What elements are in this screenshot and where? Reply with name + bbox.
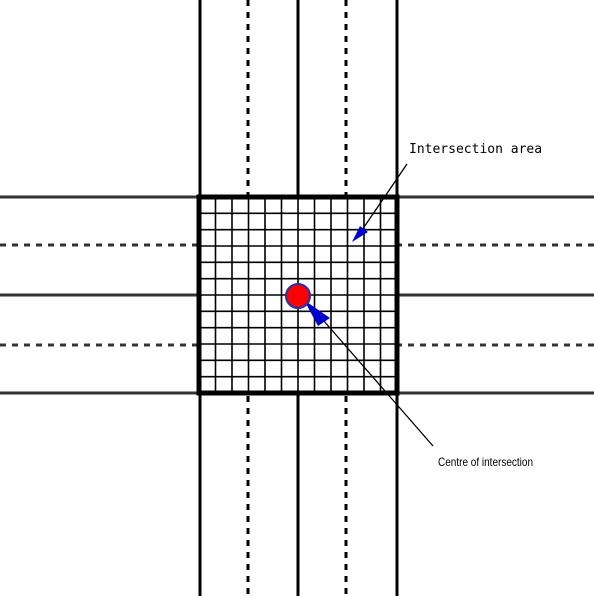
centre-arrowhead-icon [304,300,330,326]
centre-marker [285,283,434,447]
intersection-area-leader-line [359,163,408,234]
intersection-area-border [196,194,400,396]
intersection-grid [199,197,397,393]
intersection-area-pointer [352,163,408,242]
intersection-area-arrowhead-icon [352,226,368,242]
centre-leader-line [322,319,434,447]
intersection-area-label: Intersection area [409,142,542,157]
centre-dot-icon [285,283,311,309]
centre-of-intersection-label: Centre of intersection [438,455,533,469]
